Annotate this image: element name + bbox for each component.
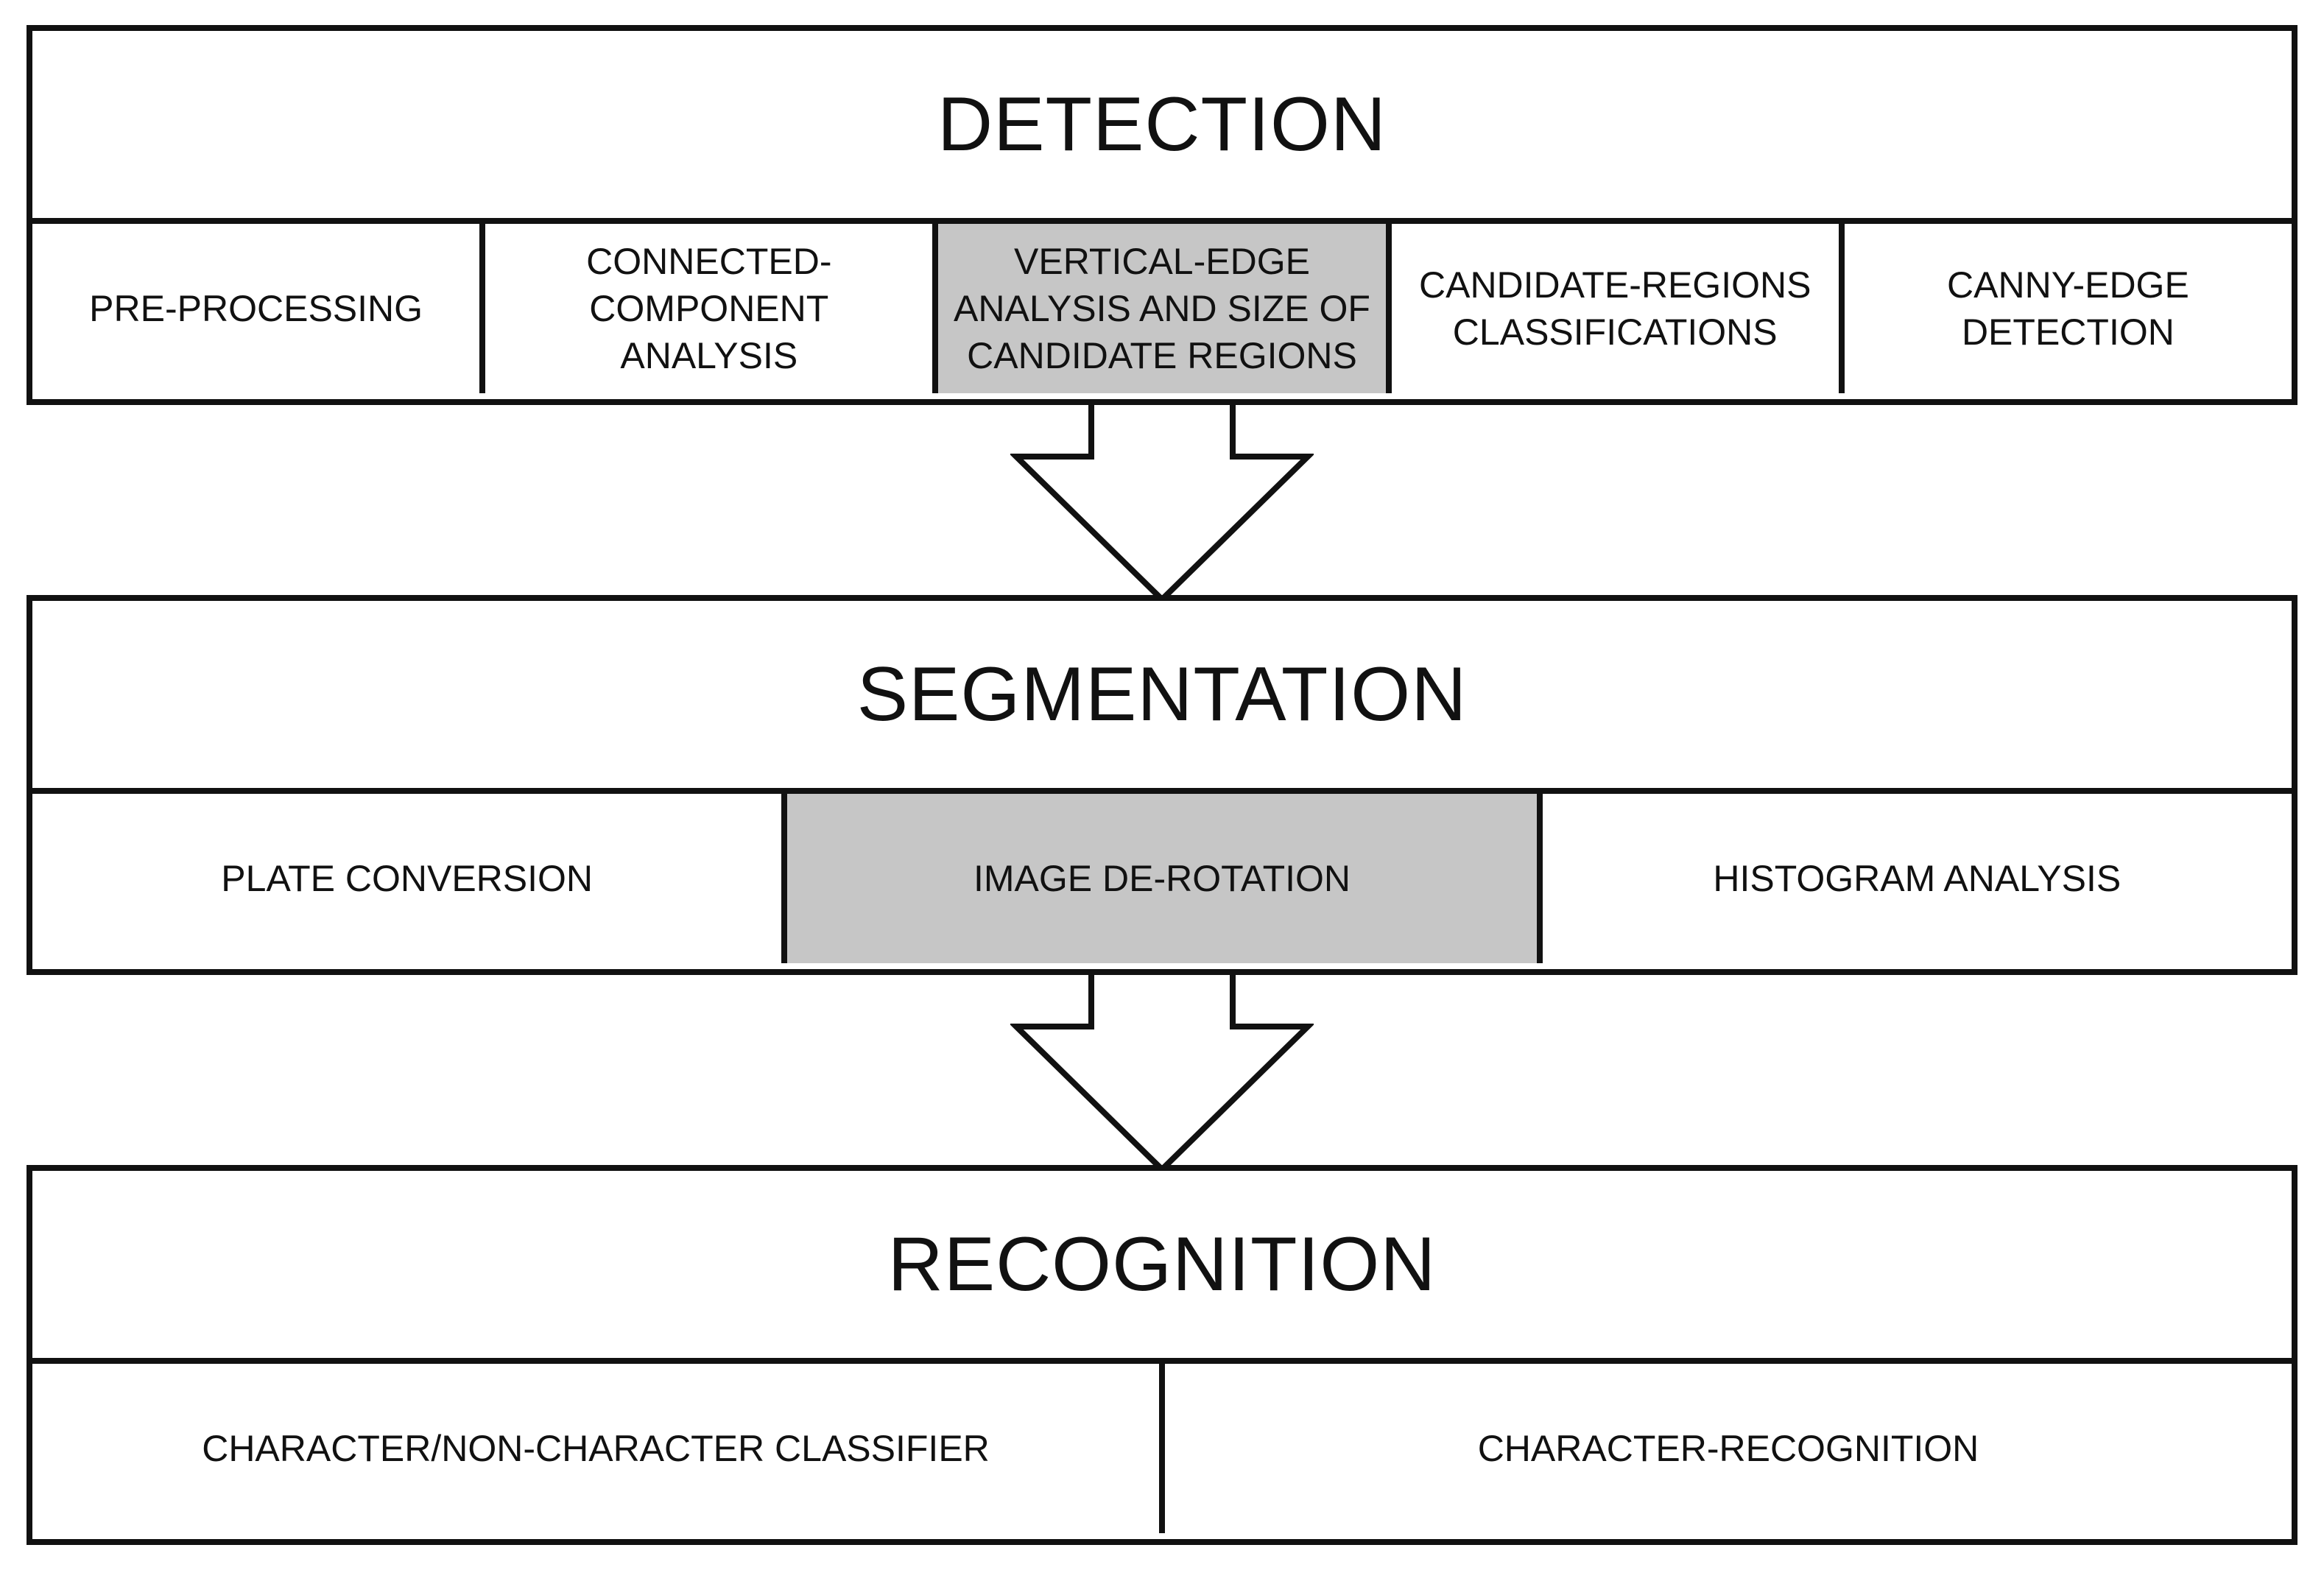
stage-steps: PRE-PROCESSING CONNECTED- COMPONENT ANAL… [32,224,2292,393]
step-character-recognition: CHARACTER-RECOGNITION [1477,1428,1979,1469]
step-pre-processing: PRE-PROCESSING [32,224,486,393]
step-image-de-rotation: IMAGE DE-ROTATION [787,794,1543,963]
step-canny-edge-detection: CANNY-EDGE DETECTION [1947,264,2189,353]
step-connected-component-analysis: CONNECTED- COMPONENT ANALYSIS [485,224,939,393]
stage-title: DETECTION [32,31,2292,224]
step-vertical-edge-analysis: VERTICAL-EDGE ANALYSIS AND SIZE OF CANDI… [938,224,1392,393]
stage-recognition: RECOGNITION CHARACTER/NON-CHARACTER CLAS… [27,1165,2297,1545]
step-candidate-regions-classifications: CANDIDATE-REGIONS CLASSIFICATIONS [1392,224,1845,393]
stage-detection: DETECTION PRE-PROCESSING CONNECTED- COMP… [27,25,2297,405]
stage-title: SEGMENTATION [32,601,2292,794]
down-arrow-icon [1010,402,1314,604]
down-arrow-icon [1010,972,1314,1174]
step-character-classifier: CHARACTER/NON-CHARACTER CLASSIFIER [32,1364,1165,1533]
stage-steps: PLATE CONVERSION IMAGE DE-ROTATION HISTO… [32,794,2292,963]
stage-segmentation: SEGMENTATION PLATE CONVERSION IMAGE DE-R… [27,595,2297,975]
step-histogram-analysis: HISTOGRAM ANALYSIS [1713,858,2121,899]
stage-title: RECOGNITION [32,1171,2292,1364]
step-plate-conversion: PLATE CONVERSION [32,794,788,963]
stage-steps: CHARACTER/NON-CHARACTER CLASSIFIER CHARA… [32,1364,2292,1533]
